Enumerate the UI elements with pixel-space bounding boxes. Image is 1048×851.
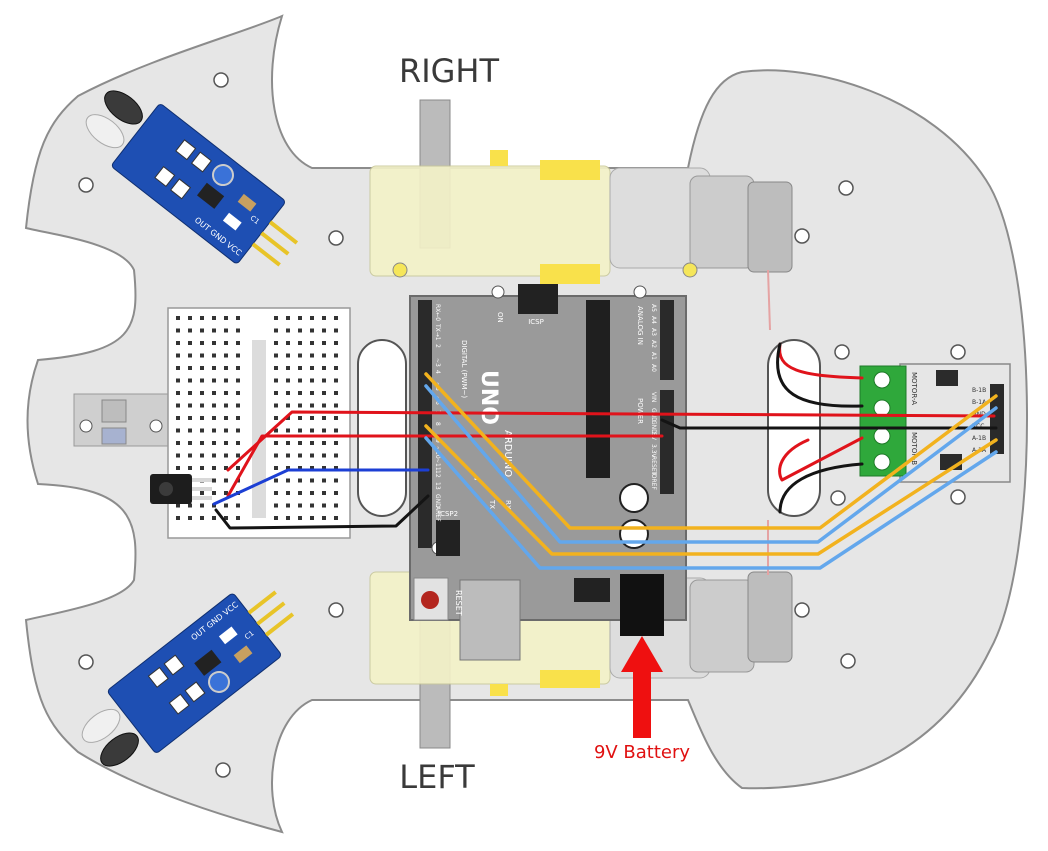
ir-receiver [150,474,212,504]
svg-text:A5: A5 [650,304,657,312]
wire-yellow-2 [424,424,998,556]
wires [212,342,998,570]
svg-text:A2: A2 [650,340,657,348]
board-rx-led-label: RX [504,500,512,510]
board-tx-led-label: TX [488,499,496,509]
board-power-header: POWER [636,398,644,424]
board-on-led-label: ON [496,312,504,323]
svg-text:RX←0: RX←0 [434,304,441,321]
wire-motor-right-black [776,342,864,408]
svg-text:GND: GND [650,420,657,434]
svg-text:A1: A1 [650,352,657,360]
wire-black-gnd-driver [660,418,998,430]
analog-pin-labels: A5 A4 A3 A2 A1 A0 [650,304,657,372]
wire-blue-signal [212,468,430,506]
left-label: LEFT [399,758,475,796]
arduino-uno-board: UNO ARDUINO DIGITAL (PWM~) POWER ANALOG … [409,284,687,661]
right-motor [369,150,793,284]
wire-red-5v [226,434,664,498]
svg-text:GND: GND [434,494,441,508]
wire-lightblue-2 [424,436,998,570]
driver-pin-label: B-1B [972,387,986,394]
board-icsp2-label: ICSP2 [438,510,458,518]
front-obstacle-sensor [73,393,171,447]
driver-pin-label: B-1A [972,399,987,406]
wire-red-long [226,410,996,472]
svg-text:4: 4 [434,370,441,374]
battery-arrow-icon [621,636,663,738]
board-logo: UNO [476,370,501,425]
mini-breadboard [167,307,351,539]
svg-text:8: 8 [434,422,441,426]
board-digital-header: DIGITAL (PWM~) [460,340,468,398]
right-label: RIGHT [399,52,500,90]
svg-text:A3: A3 [650,328,657,336]
svg-text:2: 2 [434,344,441,348]
svg-text:VIN: VIN [650,392,657,402]
svg-text:~3: ~3 [434,358,441,367]
svg-text:3.3V: 3.3V [650,444,657,459]
wire-yellow-1 [424,372,998,530]
driver-motor-b-label: MOTOR-B [910,432,918,465]
driver-pin-label: A-1B [972,435,986,442]
board-brand: ARDUINO [502,430,513,477]
svg-text:IOREF: IOREF [650,472,657,490]
svg-text:~11: ~11 [434,458,441,471]
motor-lead-top [767,269,771,331]
board-reset-label: RESET [454,590,463,616]
driver-motor-a-label: MOTOR-A [910,372,918,405]
ir-sensor-top: OUT GND VCC C1 [85,90,299,267]
svg-text:13: 13 [434,482,441,490]
board-analog-header: ANALOG IN [636,306,644,345]
battery-label: 9V Battery [594,742,690,763]
svg-text:12: 12 [434,470,441,478]
wire-lightblue-1 [424,384,998,544]
svg-text:RESET: RESET [650,456,657,476]
svg-text:TX→1: TX→1 [434,323,441,341]
svg-text:AREF: AREF [434,506,441,522]
svg-text:A4: A4 [650,316,657,324]
chassis-slot-left [357,339,407,517]
board-icsp-label: ICSP [528,318,544,326]
wire-black-gnd-breadboard [214,494,430,530]
ir-sensor-bottom: OUT GND VCC C1 [81,590,295,767]
wire-motor-left-black [778,462,864,514]
mounting-holes [78,72,966,778]
wire-motor-left-red [778,436,864,482]
svg-text:A0: A0 [650,364,657,372]
